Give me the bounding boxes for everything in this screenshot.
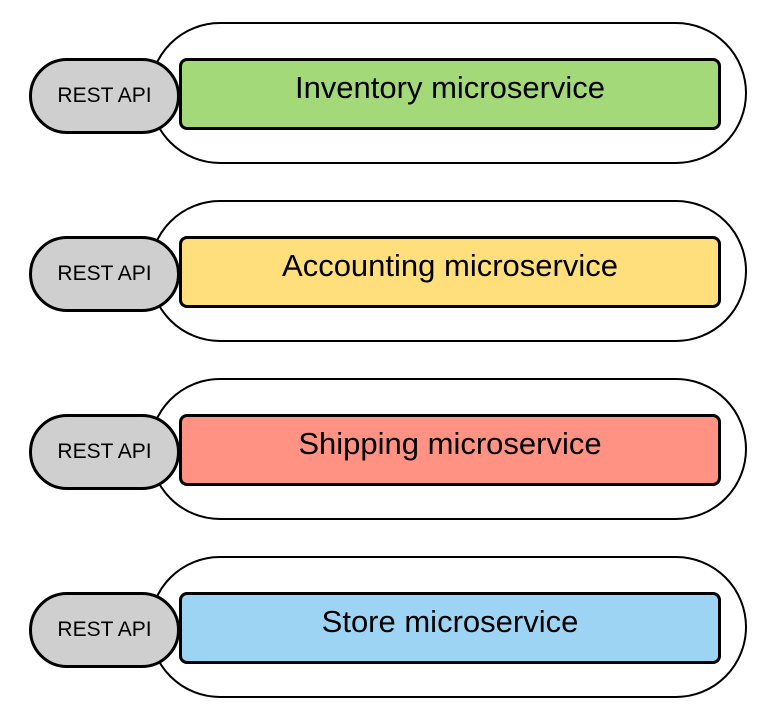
service-group-accounting: Accounting microservice REST API bbox=[0, 200, 767, 346]
service-group-inventory: Inventory microservice REST API bbox=[0, 22, 767, 168]
service-label: Store microservice bbox=[321, 604, 579, 639]
service-box-inventory: Inventory microservice bbox=[179, 58, 721, 130]
rest-api-label: REST API bbox=[57, 440, 152, 463]
service-box-shipping: Shipping microservice bbox=[179, 414, 721, 486]
rest-api-label: REST API bbox=[57, 84, 152, 107]
rest-api-pill: REST API bbox=[29, 592, 180, 668]
service-label: Accounting microservice bbox=[282, 248, 618, 283]
service-group-shipping: Shipping microservice REST API bbox=[0, 378, 767, 524]
rest-api-label: REST API bbox=[57, 618, 152, 641]
service-label: Inventory microservice bbox=[294, 70, 606, 105]
service-group-store: Store microservice REST API bbox=[0, 556, 767, 702]
service-box-accounting: Accounting microservice bbox=[179, 236, 721, 308]
rest-api-pill: REST API bbox=[29, 58, 180, 134]
rest-api-pill: REST API bbox=[29, 236, 180, 312]
rest-api-label: REST API bbox=[57, 262, 152, 285]
rest-api-pill: REST API bbox=[29, 414, 180, 490]
service-label: Shipping microservice bbox=[298, 426, 602, 461]
service-box-store: Store microservice bbox=[179, 592, 721, 664]
